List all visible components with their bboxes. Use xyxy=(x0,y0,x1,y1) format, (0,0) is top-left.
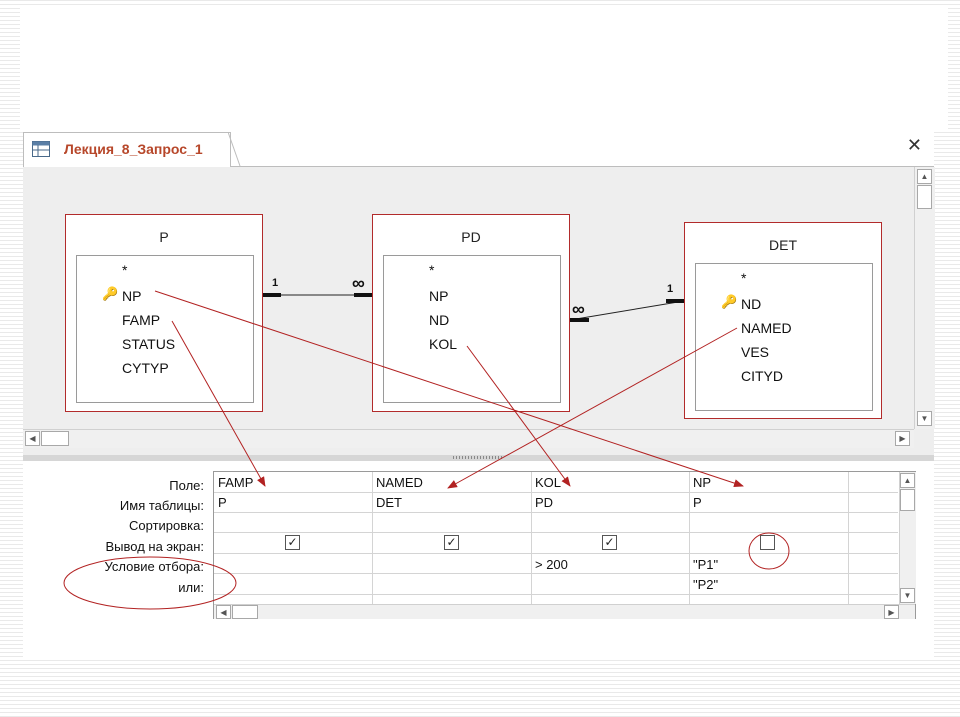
grid-field-cell[interactable]: NP xyxy=(693,475,712,490)
row-label-or: или: xyxy=(178,580,204,595)
tab-label: Лекция_8_Запрос_1 xyxy=(64,141,203,157)
grid-table-cell[interactable]: P xyxy=(693,495,702,510)
relation-many-label: ∞ xyxy=(572,299,585,319)
field-p-famp[interactable]: FAMP xyxy=(122,312,161,328)
scroll-right-icon[interactable]: ▶ xyxy=(895,431,910,446)
grid-vertical-scrollbar[interactable]: ▲ ▼ xyxy=(899,472,916,604)
grid-or-cell[interactable]: "P2" xyxy=(693,577,719,592)
grid-lines xyxy=(214,472,898,604)
field-pd-all[interactable]: * xyxy=(429,262,435,278)
field-det-all[interactable]: * xyxy=(741,270,747,286)
scroll-left-icon[interactable]: ◀ xyxy=(25,431,40,446)
grid-horizontal-scrollbar[interactable]: ◀ ▶ xyxy=(214,604,915,619)
query-design-window: Лекция_8_Запрос_1 ✕ P * 🔑 NP FAMP STATUS… xyxy=(23,130,935,657)
scroll-down-icon[interactable]: ▼ xyxy=(900,588,915,603)
query-grid-pane: Поле: Имя таблицы: Сортировка: Вывод на … xyxy=(23,461,934,657)
relation-pd-det[interactable] xyxy=(569,300,685,321)
field-det-nd[interactable]: ND xyxy=(741,296,762,312)
show-checkbox-unchecked[interactable] xyxy=(760,535,775,550)
table-design-area: P * 🔑 NP FAMP STATUS CYTYP PD * NP ND KO… xyxy=(23,167,935,455)
close-icon[interactable]: ✕ xyxy=(906,135,922,155)
grid-field-cell[interactable]: FAMP xyxy=(218,475,254,490)
scroll-left-icon[interactable]: ◀ xyxy=(216,605,231,619)
primary-key-icon: 🔑 xyxy=(102,286,119,301)
scroll-thumb[interactable] xyxy=(232,605,258,619)
table-pd-title: PD xyxy=(461,229,481,245)
table-p-title: P xyxy=(159,229,169,245)
row-label-show: Вывод на экран: xyxy=(105,539,204,554)
row-label-table: Имя таблицы: xyxy=(119,498,204,513)
scroll-up-icon[interactable]: ▲ xyxy=(917,169,932,184)
grid-field-cell[interactable]: NAMED xyxy=(376,475,423,490)
grid-table-cell[interactable]: PD xyxy=(535,495,554,510)
show-checkbox[interactable]: ✓ xyxy=(602,535,617,550)
field-det-ves[interactable]: VES xyxy=(741,344,770,360)
scroll-thumb[interactable] xyxy=(900,489,915,511)
scroll-thumb[interactable] xyxy=(41,431,69,446)
grid-table-cell[interactable]: P xyxy=(218,495,227,510)
design-vertical-scrollbar[interactable]: ▲ ▼ xyxy=(914,167,935,429)
scroll-up-icon[interactable]: ▲ xyxy=(900,473,915,488)
show-checkbox[interactable]: ✓ xyxy=(285,535,300,550)
table-det-title: DET xyxy=(769,237,797,253)
splitter-grip[interactable] xyxy=(453,456,503,459)
scroll-thumb[interactable] xyxy=(917,185,932,209)
slide-title-area xyxy=(20,8,948,130)
grid-criteria-cell[interactable]: > 200 xyxy=(535,557,568,572)
query-icon xyxy=(32,141,50,157)
field-p-all[interactable]: * xyxy=(122,262,128,278)
relation-many-label: ∞ xyxy=(352,273,365,293)
row-label-sort: Сортировка: xyxy=(129,518,204,533)
row-label-field: Поле: xyxy=(169,478,204,493)
query-design-grid[interactable]: FAMP P ✓ NAMED DET ✓ KOL PD ✓ > 200 NP P… xyxy=(213,471,916,619)
scroll-down-icon[interactable]: ▼ xyxy=(917,411,932,426)
grid-field-cell[interactable]: KOL xyxy=(535,475,562,490)
field-det-cityd[interactable]: CITYD xyxy=(741,368,783,384)
relation-one-label: 1 xyxy=(272,277,279,289)
show-checkbox[interactable]: ✓ xyxy=(444,535,459,550)
scroll-right-icon[interactable]: ▶ xyxy=(884,605,899,619)
grid-criteria-cell[interactable]: "P1" xyxy=(693,557,719,572)
field-det-named[interactable]: NAMED xyxy=(741,320,792,336)
document-tab-bar: Лекция_8_Запрос_1 ✕ xyxy=(23,130,934,167)
relationship-lines xyxy=(263,293,685,322)
design-horizontal-scrollbar[interactable]: ◀ ▶ xyxy=(23,429,914,448)
relation-one-label: 1 xyxy=(667,283,674,295)
row-label-criteria: Условие отбора: xyxy=(104,559,204,574)
query-tab[interactable]: Лекция_8_Запрос_1 xyxy=(23,132,231,167)
tab-edge xyxy=(228,132,241,167)
field-p-np[interactable]: NP xyxy=(122,288,142,304)
grid-table-cell[interactable]: DET xyxy=(376,495,402,510)
